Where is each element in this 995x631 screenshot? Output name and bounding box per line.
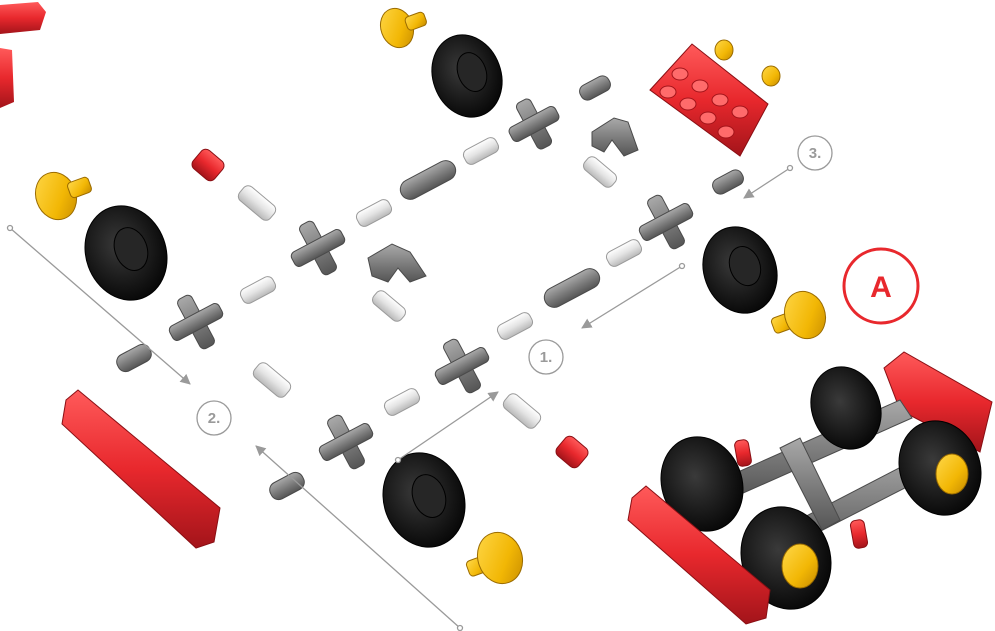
gray-clips — [368, 118, 638, 282]
section-badge: A — [844, 249, 918, 323]
arrow-step-1-origin — [680, 264, 685, 269]
red-bumper — [62, 390, 220, 548]
step-label-1-text: 1. — [540, 349, 553, 366]
arrow-step-3 — [744, 168, 790, 198]
assembled-car — [628, 352, 994, 624]
cross-connectors — [168, 97, 695, 470]
arrow-step-3-origin — [788, 166, 793, 171]
step-label-2: 2. — [197, 401, 231, 435]
red-brick-cropped — [0, 2, 46, 108]
arrow-step-1b-origin — [396, 458, 401, 463]
step-label-3-text: 3. — [809, 145, 822, 162]
step-label-1: 1. — [529, 340, 563, 374]
arrow-step-2-origin — [8, 226, 13, 231]
step-label-2-text: 2. — [208, 410, 221, 427]
section-badge-text: A — [870, 271, 892, 304]
red-brick — [650, 44, 768, 156]
arrow-step-2b-origin — [458, 626, 463, 631]
step-label-3: 3. — [798, 136, 832, 170]
